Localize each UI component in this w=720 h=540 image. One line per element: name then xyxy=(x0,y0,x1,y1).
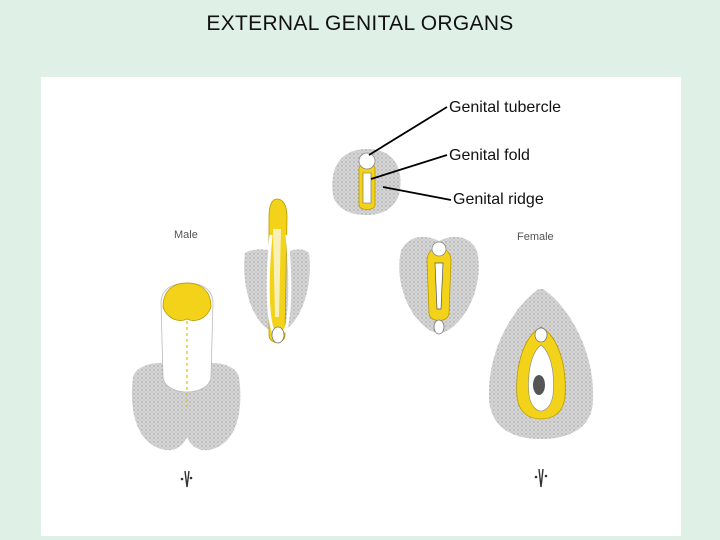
male-early-stage xyxy=(244,198,310,344)
indifferent-stage xyxy=(332,149,401,215)
slide-title: EXTERNAL GENITAL ORGANS xyxy=(0,12,720,36)
callout-genital-fold: Genital fold xyxy=(449,147,530,164)
female-early-stage xyxy=(399,236,479,335)
diagram-panel: Genital tubercle Genital fold Genital ri… xyxy=(41,77,681,536)
slide-title-text: EXTERNAL GENITAL ORGANS xyxy=(206,12,514,35)
male-adult-stage xyxy=(131,282,241,488)
female-adult-stage xyxy=(488,289,594,488)
callout-genital-ridge: Genital ridge xyxy=(453,191,544,208)
diagram-illustration xyxy=(131,106,594,488)
label-male: Male xyxy=(174,229,198,241)
label-female: Female xyxy=(517,231,554,243)
callout-lines xyxy=(368,106,452,201)
callout-genital-tubercle: Genital tubercle xyxy=(449,99,562,116)
